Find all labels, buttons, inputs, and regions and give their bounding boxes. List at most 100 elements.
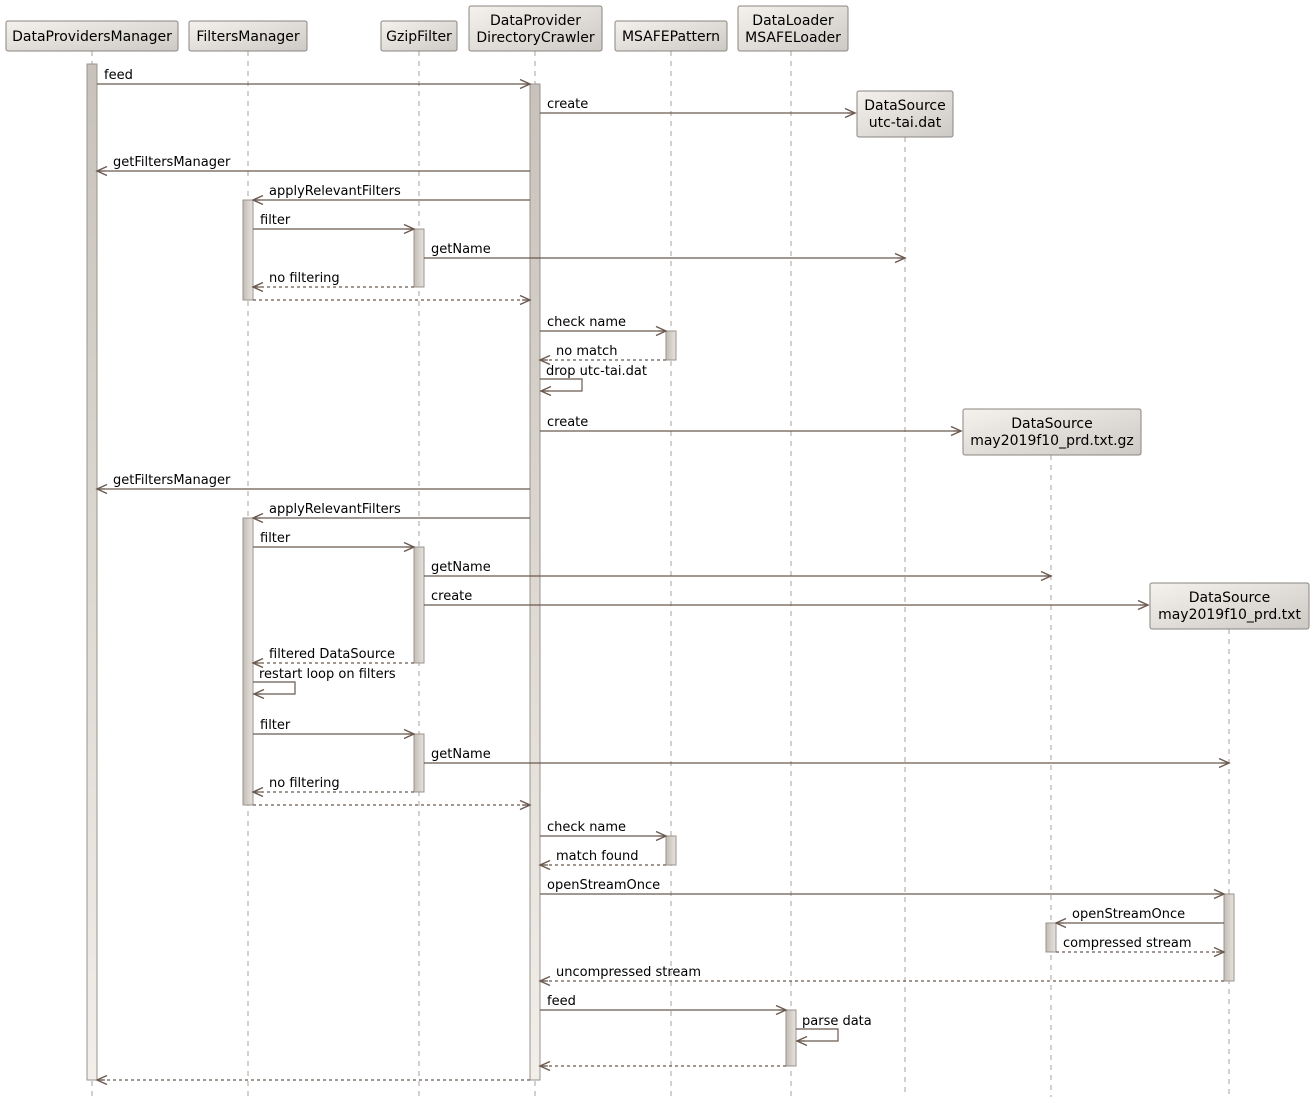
message-label: no filtering <box>269 271 340 286</box>
message: getFiltersManager <box>95 155 530 177</box>
message-label: check name <box>547 820 626 835</box>
message: applyRelevantFilters <box>251 184 530 206</box>
participant-label: MSAFELoader <box>745 30 841 46</box>
message-label: getFiltersManager <box>113 155 231 170</box>
message-label: getName <box>431 560 491 575</box>
message: filtered DataSource <box>251 647 414 669</box>
participant-gz: GzipFilter <box>380 20 458 52</box>
message-label: no match <box>556 344 617 359</box>
message-label: create <box>547 97 588 112</box>
message-label: no filtering <box>269 776 340 791</box>
message-label: getName <box>431 242 491 257</box>
activation-bar <box>413 733 425 793</box>
message-label: create <box>431 589 472 604</box>
activation-bar <box>86 63 98 1081</box>
self-message-line <box>796 1028 839 1042</box>
participant-msafe: MSAFEPattern <box>614 20 728 52</box>
activation-bar <box>529 83 541 1081</box>
message: check name <box>540 820 668 842</box>
message: restart loop on filters <box>252 667 396 700</box>
message-label: filter <box>260 531 291 546</box>
message-label: filter <box>260 718 291 733</box>
participant-box <box>1149 582 1310 630</box>
participant-box <box>380 20 458 52</box>
message: getFiltersManager <box>95 473 530 495</box>
participant-label: GzipFilter <box>386 29 452 45</box>
message-label: applyRelevantFilters <box>269 502 401 517</box>
participant-label: DataLoader <box>752 13 834 29</box>
participant-box <box>468 5 603 52</box>
message-label: check name <box>547 315 626 330</box>
participant-box <box>856 90 954 138</box>
message-label: filter <box>260 213 291 228</box>
message-label: openStreamOnce <box>547 878 660 893</box>
participant-label: may2019f10_prd.txt <box>1158 607 1301 623</box>
message: openStreamOnce <box>1054 907 1224 929</box>
message-label: compressed stream <box>1063 936 1192 951</box>
participant-fm: FiltersManager <box>188 20 308 52</box>
participant-label: DataSource <box>1011 416 1093 432</box>
message: create <box>540 97 857 119</box>
activation-bar <box>665 330 677 361</box>
message-label: restart loop on filters <box>259 667 396 682</box>
participant-box <box>188 20 308 52</box>
message-label: feed <box>104 68 133 83</box>
message-label: match found <box>556 849 639 864</box>
message-label: filtered DataSource <box>269 647 395 662</box>
message: create <box>540 415 963 437</box>
message-label: getFiltersManager <box>113 473 231 488</box>
message <box>253 294 532 306</box>
message-label: create <box>547 415 588 430</box>
message: check name <box>540 315 668 337</box>
message: create <box>424 589 1150 611</box>
participant-label: DataSource <box>864 98 946 114</box>
message: getName <box>424 242 907 264</box>
message: feed <box>97 68 532 90</box>
activation-bar <box>785 1009 797 1067</box>
message: applyRelevantFilters <box>251 502 530 524</box>
message: filter <box>253 718 416 740</box>
message: uncompressed stream <box>538 965 1224 987</box>
activation-bar <box>1045 922 1057 953</box>
message: no match <box>538 344 666 366</box>
participant-label: may2019f10_prd.txt.gz <box>970 433 1134 449</box>
activation-bar <box>242 517 254 806</box>
participant-label: MSAFEPattern <box>622 29 720 45</box>
participant-label: DataProvider <box>490 13 581 29</box>
message-label: uncompressed stream <box>556 965 701 980</box>
message: getName <box>424 747 1231 769</box>
message <box>253 799 532 811</box>
message-label: drop utc-tai.dat <box>546 364 647 379</box>
message: feed <box>540 994 788 1016</box>
self-message-line <box>253 681 296 695</box>
message <box>95 1074 530 1086</box>
activation-bar <box>665 835 677 866</box>
message: compressed stream <box>1056 936 1226 958</box>
participant-label: DataProvidersManager <box>12 29 172 45</box>
participant-box <box>962 408 1142 456</box>
participant-box <box>737 5 849 52</box>
message: no filtering <box>251 271 414 293</box>
message: filter <box>253 213 416 235</box>
participant-label: DirectoryCrawler <box>476 30 595 46</box>
participant-label: utc-tai.dat <box>869 115 942 131</box>
message: no filtering <box>251 776 414 798</box>
message-label: applyRelevantFilters <box>269 184 401 199</box>
participant-box <box>5 20 179 52</box>
activation-bar <box>242 199 254 301</box>
participant-label: DataSource <box>1189 590 1271 606</box>
participant-box <box>614 20 728 52</box>
message <box>538 1060 786 1072</box>
message: filter <box>253 531 416 553</box>
message-label: getName <box>431 747 491 762</box>
message: getName <box>424 560 1053 582</box>
message: openStreamOnce <box>540 878 1226 900</box>
message: match found <box>538 849 666 871</box>
message-label: openStreamOnce <box>1072 907 1185 922</box>
activation-bar <box>413 546 425 664</box>
